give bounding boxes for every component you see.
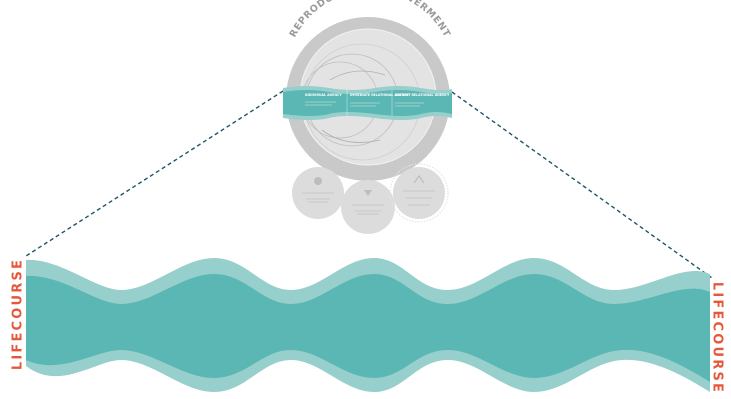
band-label-distant-relational-agency: DISTANT RELATIONAL AGENCY <box>395 93 450 97</box>
empowerment-circle: REPRODUCTIVE EMPOWERMENT INDIVIDUAL AGEN… <box>283 0 452 181</box>
outcome-icon-3 <box>413 174 425 184</box>
outcome-circle-1 <box>292 167 344 219</box>
outcome-icon-1 <box>314 177 322 185</box>
lifecourse-wave-band <box>26 258 710 392</box>
agency-band-small: INDIVIDUAL AGENCY IMMEDIATE RELATIONAL A… <box>283 86 452 120</box>
outcome-circle-3 <box>389 163 449 223</box>
lifecourse-label-right: LIFECOURSE <box>709 281 725 395</box>
lifecourse-label-left: LIFECOURSE <box>10 257 26 371</box>
outcome-circle-2 <box>341 180 395 234</box>
zoom-guide-right <box>451 91 713 279</box>
band-label-immediate-relational-agency: IMMEDIATE RELATIONAL AGENCY <box>350 93 410 97</box>
wave-band-inner <box>26 274 710 382</box>
band-label-individual-agency: INDIVIDUAL AGENCY <box>305 93 342 97</box>
zoom-guide-left <box>25 90 284 257</box>
outcome-icon-2 <box>364 190 372 196</box>
